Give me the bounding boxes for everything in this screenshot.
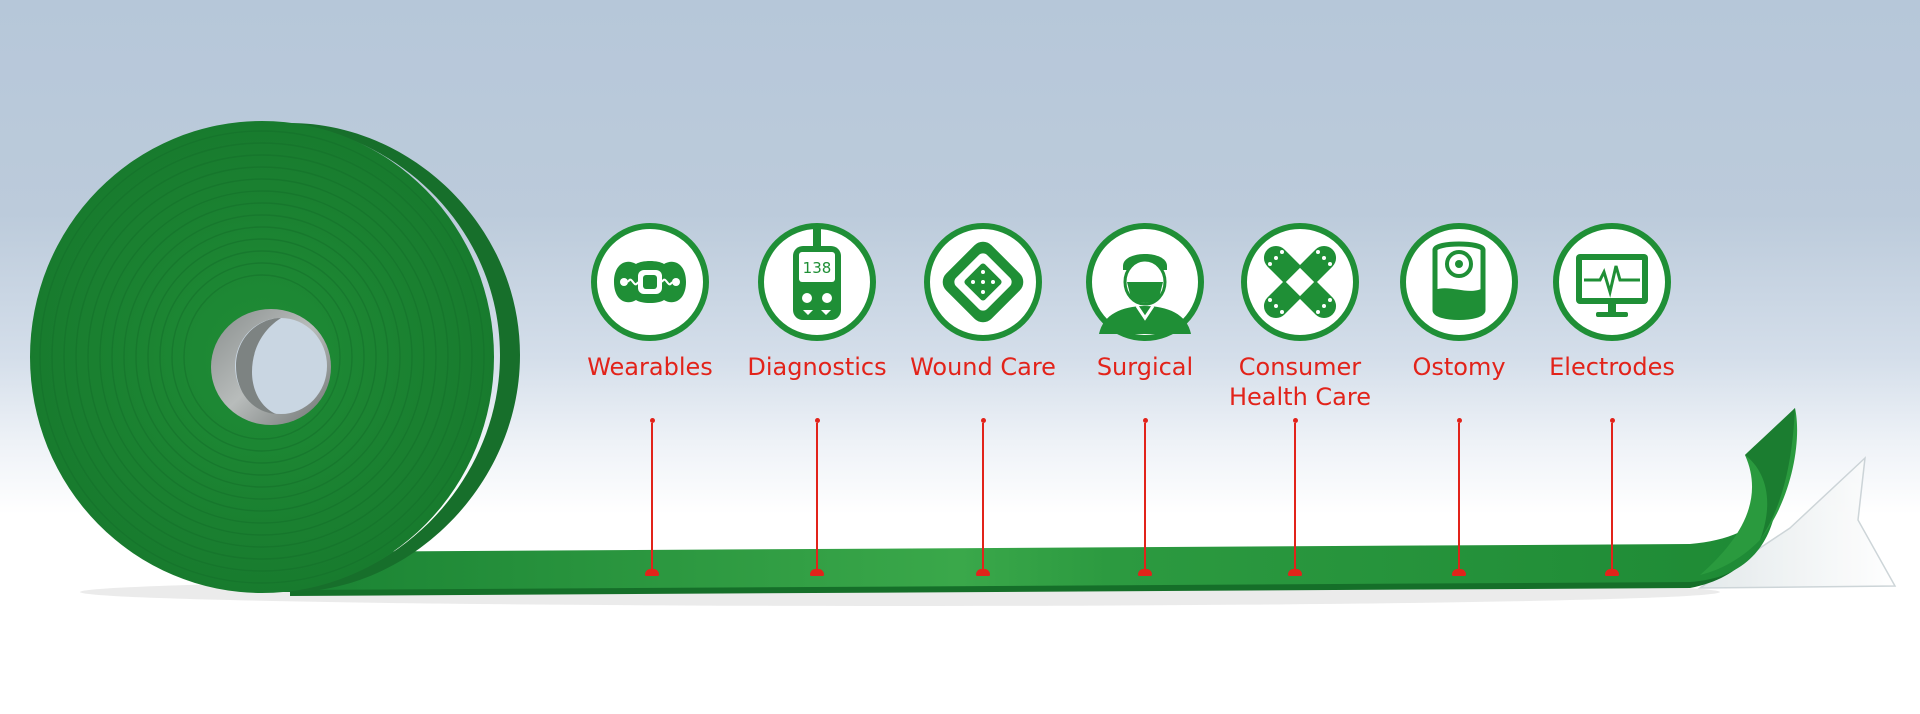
category-wound-care[interactable]: Wound Care	[898, 222, 1068, 382]
category-label: Consumer Health Care	[1228, 353, 1371, 411]
glucose-meter-icon: 138	[757, 222, 877, 342]
crossed-bandages-icon	[1240, 222, 1360, 342]
category-surgical[interactable]: Surgical	[1060, 222, 1230, 382]
pin-ostomy	[1449, 418, 1469, 576]
category-label: Electrodes	[1549, 353, 1675, 381]
pin-surgical	[1135, 418, 1155, 576]
ostomy-bag-icon	[1399, 222, 1519, 342]
pin-consumer-health-care	[1285, 418, 1305, 576]
pin-wound-care	[973, 418, 993, 576]
category-diagnostics[interactable]: 138 Diagnostics	[732, 222, 902, 382]
wound-dressing-icon	[923, 222, 1043, 342]
ecg-monitor-icon	[1552, 222, 1672, 342]
category-ostomy[interactable]: Ostomy	[1374, 222, 1544, 382]
category-consumer-health-care[interactable]: Consumer Health Care	[1215, 222, 1385, 412]
pin-wearables	[642, 418, 662, 576]
surgeon-icon	[1085, 222, 1205, 342]
meter-display: 138	[803, 259, 832, 277]
pin-electrodes	[1602, 418, 1622, 576]
category-label: Ostomy	[1412, 353, 1506, 381]
wearable-sensor-icon	[590, 222, 710, 342]
category-wearables[interactable]: Wearables	[565, 222, 735, 382]
category-label: Surgical	[1096, 353, 1194, 381]
category-label: Wearables	[587, 353, 713, 381]
pin-diagnostics	[807, 418, 827, 576]
category-electrodes[interactable]: Electrodes	[1527, 222, 1697, 382]
category-label: Diagnostics	[747, 353, 887, 381]
category-label: Wound Care	[910, 353, 1056, 381]
